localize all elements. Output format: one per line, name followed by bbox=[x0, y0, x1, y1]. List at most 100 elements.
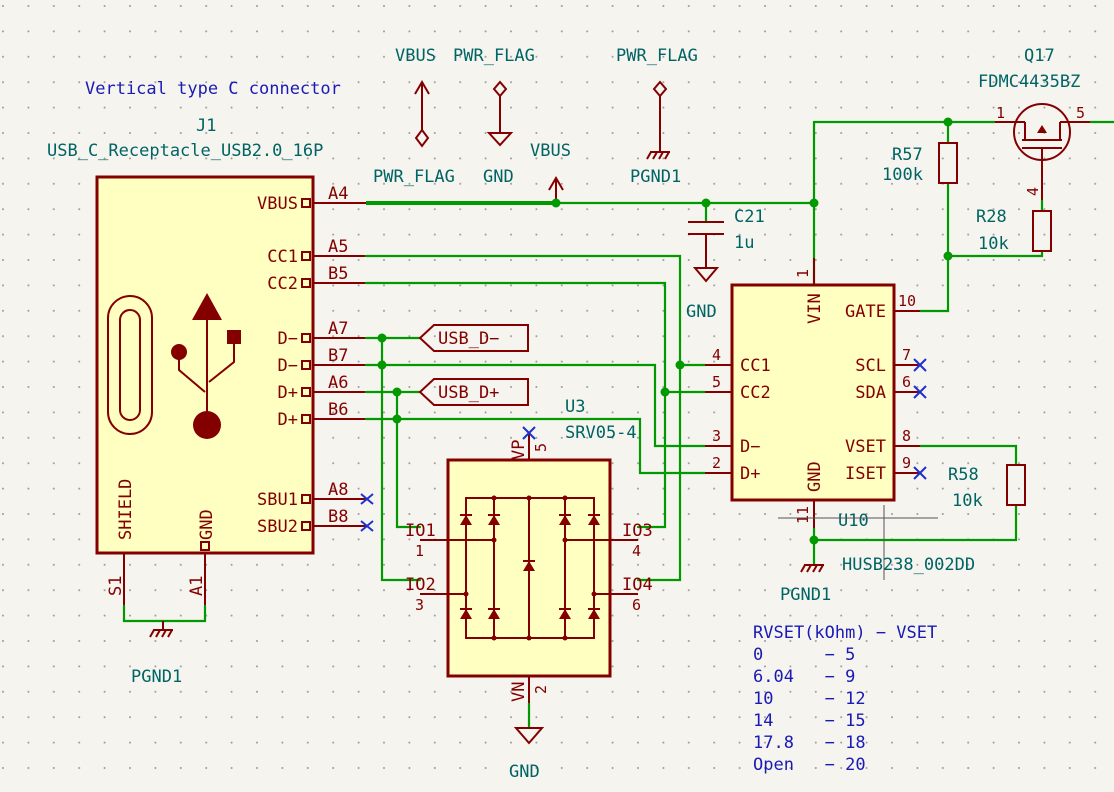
r57-ref: R57 bbox=[892, 145, 923, 165]
j1-num-a8: A8 bbox=[328, 480, 348, 500]
gnd-flag-label: GND bbox=[483, 167, 514, 187]
j1-num-b7: B7 bbox=[328, 346, 348, 366]
u10-pin-vset: VSET bbox=[845, 437, 886, 457]
junction-dots bbox=[377, 117, 953, 545]
j1-usb-c-connector[interactable]: Vertical type C connector J1 USB_C_Recep… bbox=[47, 79, 374, 606]
c21-value: 1u bbox=[734, 233, 754, 253]
r58-resistor[interactable]: R58 10k bbox=[948, 464, 1026, 511]
c21-ref: C21 bbox=[734, 207, 765, 227]
j1-pin-shield: SHIELD bbox=[116, 479, 136, 540]
j1-num-a7: A7 bbox=[328, 319, 348, 339]
u10-pin-vin: VIN bbox=[805, 293, 825, 324]
u3-pin-vp: VP bbox=[509, 440, 529, 460]
u10-num-3: 3 bbox=[712, 427, 721, 445]
u10-pin-dp: D+ bbox=[740, 464, 760, 484]
u10-num-4: 4 bbox=[712, 346, 721, 364]
j1-pin-vbus: VBUS bbox=[257, 194, 298, 214]
u10-pin-dm: D− bbox=[740, 437, 760, 457]
vset-table-row: 6.04 − 9 bbox=[753, 667, 855, 687]
q17-pin5-num: 5 bbox=[1076, 104, 1085, 122]
u3-ref: U3 bbox=[565, 397, 585, 417]
u10-num-9: 9 bbox=[902, 454, 911, 472]
r28-ref: R28 bbox=[976, 207, 1007, 227]
c21-capacitor[interactable]: C21 1u GND bbox=[686, 207, 765, 322]
q17-value: FDMC4435BZ bbox=[978, 72, 1080, 92]
usb-c-receptacle-icon bbox=[107, 295, 153, 435]
pgnd1-label-flag: PGND1 bbox=[630, 167, 681, 187]
j1-num-b5: B5 bbox=[328, 264, 348, 284]
j1-num-s1: S1 bbox=[106, 576, 126, 596]
u10-num-8: 8 bbox=[902, 427, 911, 445]
j1-num-a1: A1 bbox=[187, 576, 207, 596]
u3-pin-io4: IO4 bbox=[622, 575, 653, 595]
pgnd1-label-u10: PGND1 bbox=[780, 585, 831, 605]
tvs-diode-array bbox=[448, 495, 610, 641]
j1-value: USB_C_Receptacle_USB2.0_16P bbox=[47, 141, 323, 161]
u10-pin-scl: SCL bbox=[855, 356, 886, 376]
net-label-usb-dp[interactable]: USB_D+ bbox=[418, 378, 529, 406]
j1-num-a5: A5 bbox=[328, 237, 348, 257]
r28-resistor[interactable]: R28 10k bbox=[976, 207, 1052, 254]
j1-num-a6: A6 bbox=[328, 373, 348, 393]
vbus-label: VBUS bbox=[530, 141, 571, 161]
j1-num-b8: B8 bbox=[328, 507, 348, 527]
j1-ground-wiring: PGND1 bbox=[122, 604, 207, 687]
u10-pin-gate: GATE bbox=[845, 302, 886, 322]
vset-table-row: 10 − 12 bbox=[753, 689, 866, 709]
u10-num-7: 7 bbox=[902, 346, 911, 364]
u10-num-1: 1 bbox=[794, 269, 812, 278]
u10-husb238[interactable]: CC1 4 CC2 5 D− 3 D+ 2 GATE 10 SCL 7 SDA … bbox=[705, 258, 975, 605]
u10-num-10: 10 bbox=[898, 292, 916, 310]
u10-pins bbox=[705, 258, 920, 528]
u3-num-4: 4 bbox=[632, 542, 641, 560]
u3-pin-io2: IO2 bbox=[405, 575, 436, 595]
j1-pin-cc1: CC1 bbox=[267, 247, 298, 267]
r57-resistor[interactable]: R57 100k bbox=[882, 142, 958, 185]
j1-ref: J1 bbox=[196, 116, 216, 136]
u3-num-1: 1 bbox=[415, 542, 424, 560]
u10-pin-labels: CC1 4 CC2 5 D− 3 D+ 2 GATE 10 SCL 7 SDA … bbox=[712, 269, 916, 524]
vbus-flag-label: VBUS bbox=[395, 46, 436, 66]
sbu-no-connect-marks bbox=[360, 493, 374, 532]
pwr-flag-label-1: PWR_FLAG bbox=[373, 167, 455, 187]
u3-srv05-4[interactable]: U3 SRV05-4 bbox=[405, 397, 653, 782]
u3-num-3: 3 bbox=[415, 596, 424, 614]
q17-ref: Q17 bbox=[1024, 46, 1055, 66]
vset-table-row: Open − 20 bbox=[753, 755, 866, 775]
u10-pin-cc1: CC1 bbox=[740, 356, 771, 376]
j1-pin-sbu1: SBU1 bbox=[257, 490, 298, 510]
u10-no-connect-marks bbox=[913, 358, 927, 480]
r58-value: 10k bbox=[952, 491, 983, 511]
vset-table: RVSET(kOhm) − VSET 0 − 5 6.04 − 9 10 − 1… bbox=[753, 623, 937, 775]
u10-pin-gnd: GND bbox=[805, 461, 825, 492]
pwr-flag-label-2: PWR_FLAG bbox=[453, 46, 535, 66]
u10-num-2: 2 bbox=[712, 454, 721, 472]
u3-value: SRV05-4 bbox=[565, 423, 637, 443]
net-label-usb-dm-text: USB_D− bbox=[438, 329, 499, 349]
vp-no-connect-mark bbox=[522, 426, 536, 440]
u3-pin-io3: IO3 bbox=[622, 521, 653, 541]
j1-pin-cc2: CC2 bbox=[267, 274, 298, 294]
u10-value: HUSB238_002DD bbox=[842, 555, 975, 575]
q17-mosfet[interactable]: Q17 FDMC4435BZ 1 5 4 bbox=[978, 46, 1090, 200]
j1-pin-names: VBUS CC1 CC2 D− D− D+ D+ SBU1 SBU2 SHIEL… bbox=[116, 194, 298, 540]
net-label-usb-dm[interactable]: USB_D− bbox=[418, 324, 529, 352]
u3-num-6: 6 bbox=[632, 596, 641, 614]
vset-table-row: 0 − 5 bbox=[753, 645, 855, 665]
j1-pin-sbu2: SBU2 bbox=[257, 517, 298, 537]
u3-pin-io1: IO1 bbox=[405, 521, 436, 541]
vset-table-header: RVSET(kOhm) − VSET bbox=[753, 623, 937, 643]
u10-pin-iset: ISET bbox=[845, 464, 886, 484]
j1-pin-dp1: D+ bbox=[278, 383, 298, 403]
u3-gnd-label: GND bbox=[509, 762, 540, 782]
u10-pin-cc2: CC2 bbox=[740, 383, 771, 403]
u3-num-5: 5 bbox=[532, 443, 550, 452]
u10-pin-sda: SDA bbox=[855, 383, 886, 403]
pgnd1-label-j1: PGND1 bbox=[131, 667, 182, 687]
vset-table-row: 14 − 15 bbox=[753, 711, 866, 731]
pwr-flag-label-3: PWR_FLAG bbox=[616, 46, 698, 66]
u10-num-6: 6 bbox=[902, 373, 911, 391]
u10-num-11: 11 bbox=[794, 506, 812, 524]
j1-num-a4: A4 bbox=[328, 184, 348, 204]
